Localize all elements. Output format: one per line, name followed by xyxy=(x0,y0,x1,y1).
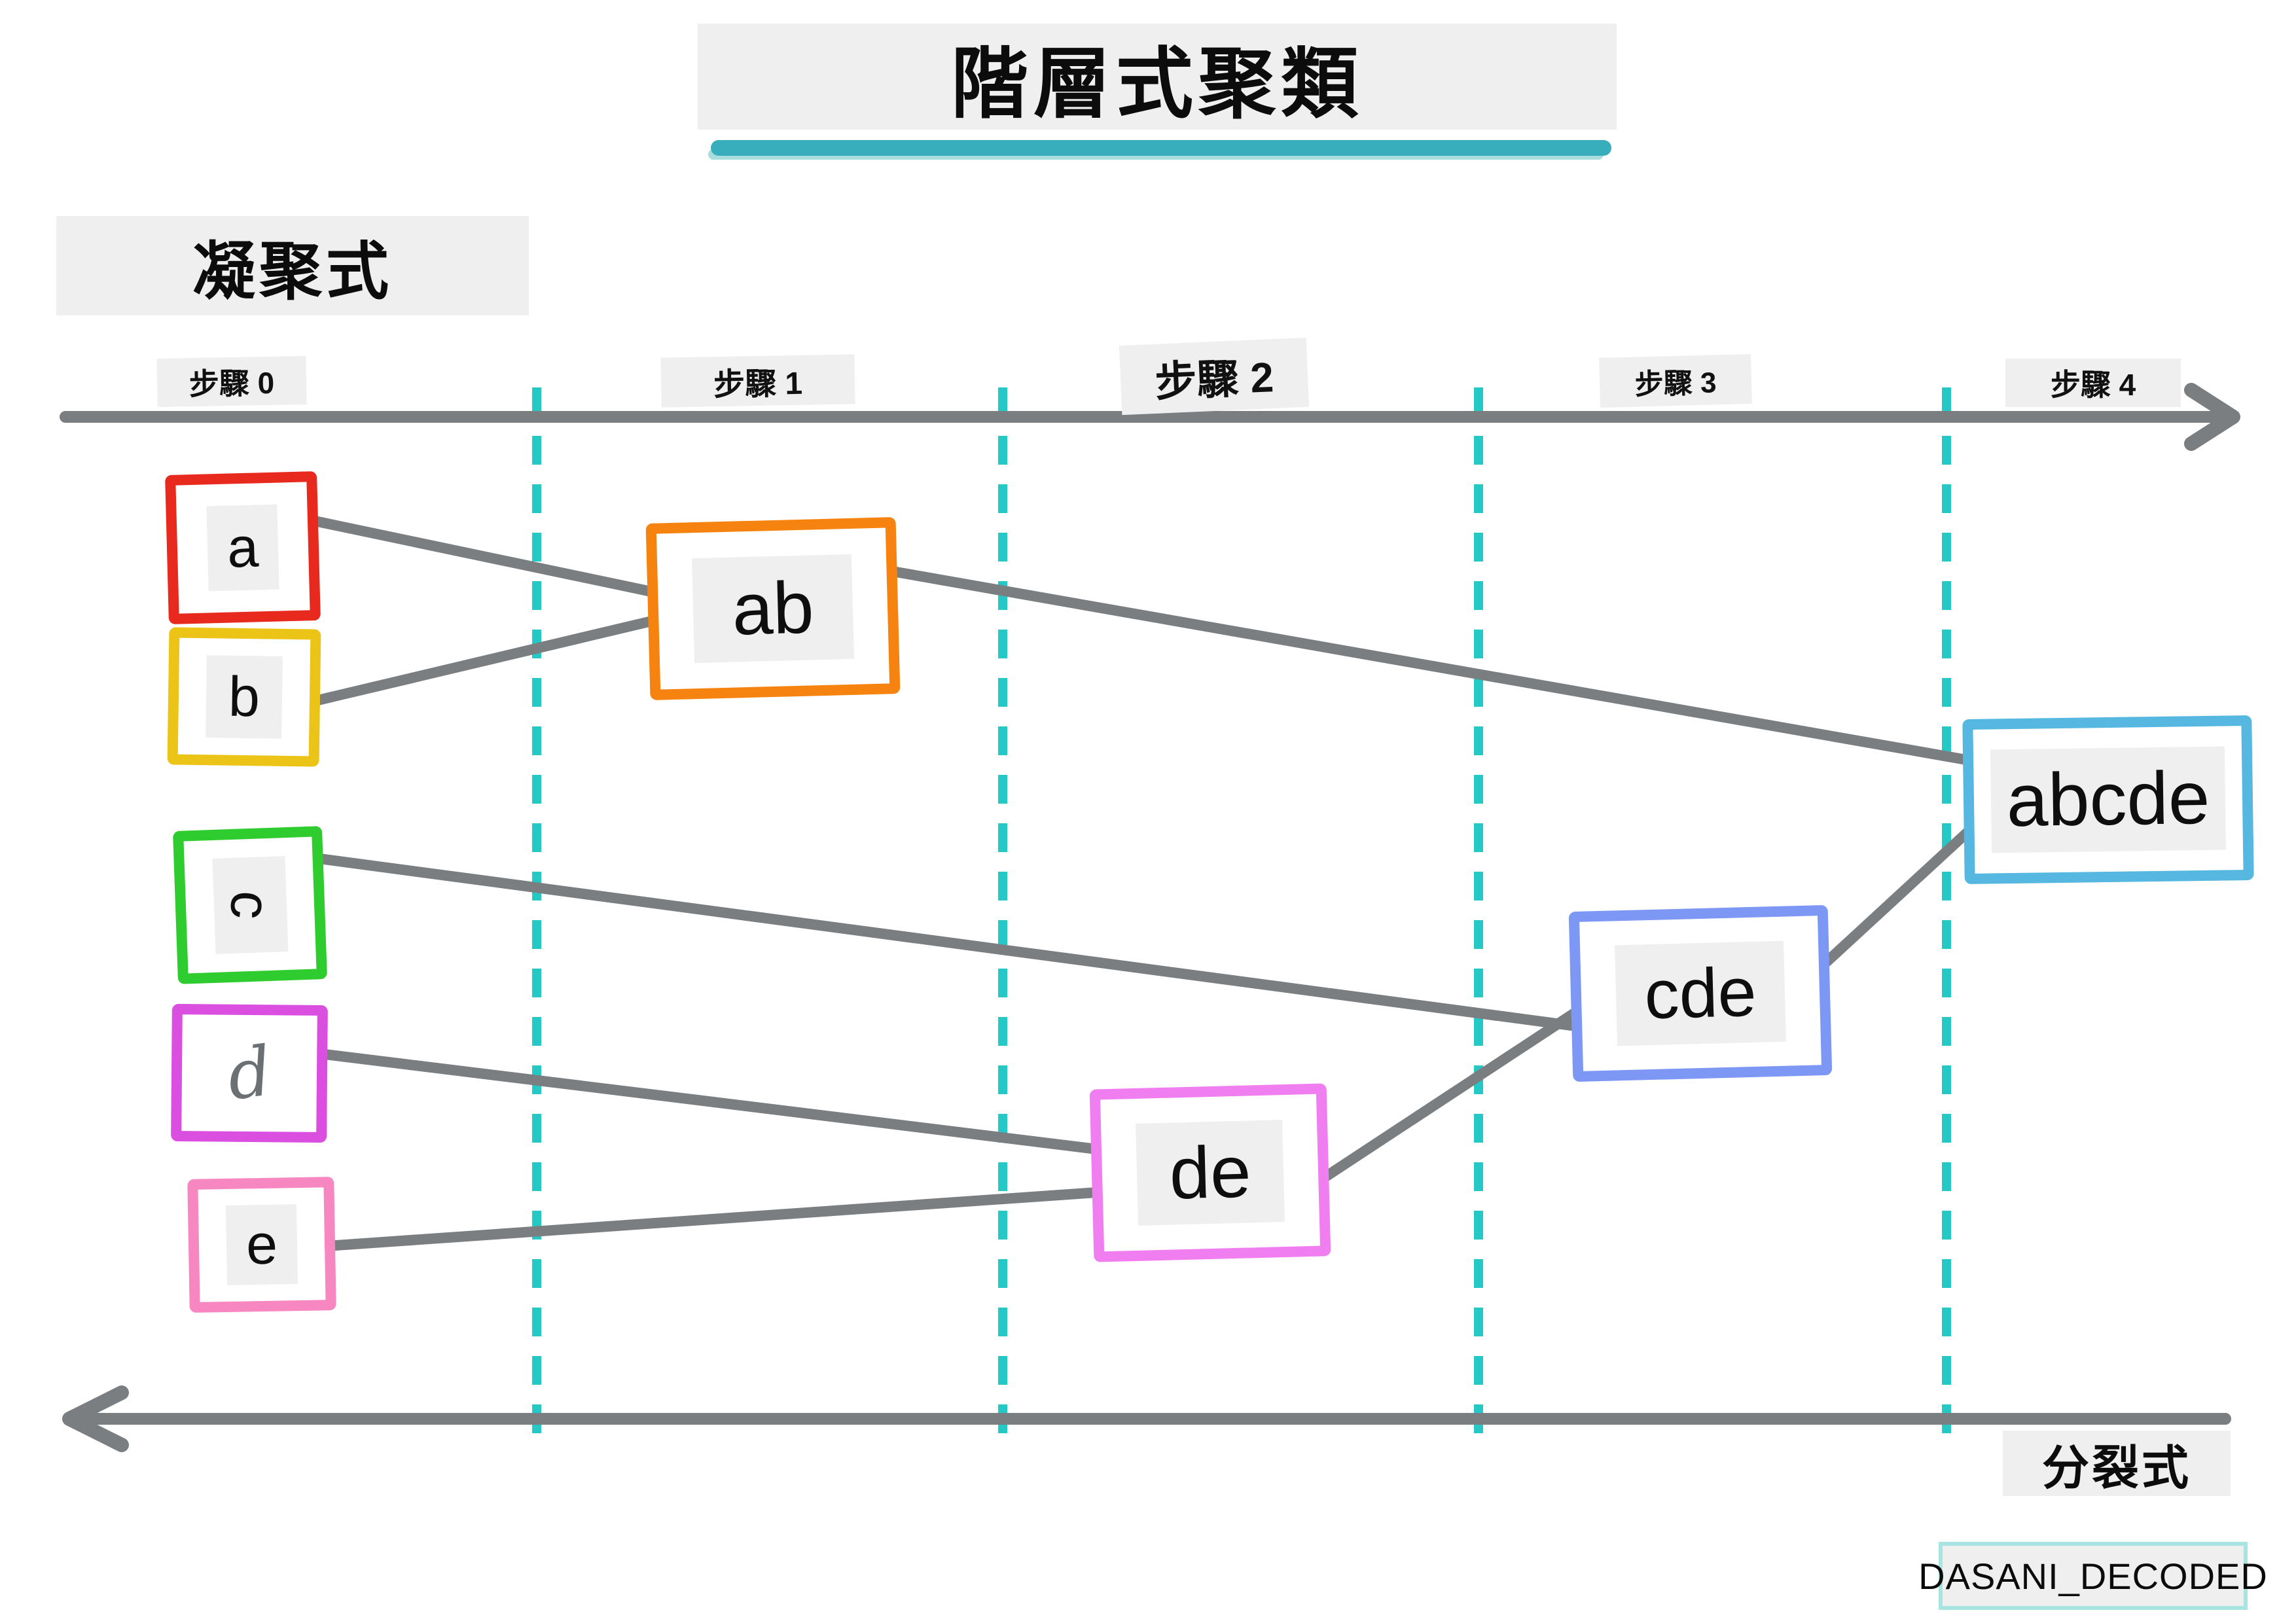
cluster-label-a: a xyxy=(206,504,279,592)
cluster-label-e: e xyxy=(226,1204,298,1285)
watermark-badge: DASANI_DECODED xyxy=(1918,1542,2267,1610)
step-label-1: 步驟 1 xyxy=(660,354,855,408)
timeline-top-arrowhead xyxy=(2184,383,2240,451)
cluster-label-c: c xyxy=(211,856,289,954)
timeline-bottom-arrowhead xyxy=(62,1385,129,1452)
step-label-3: 步驟 3 xyxy=(1599,353,1752,408)
divisive-label: 分裂式 xyxy=(2003,1431,2231,1496)
cluster-label-ab: ab xyxy=(691,554,855,664)
edge-b-ab xyxy=(291,615,660,711)
edge-c-cde xyxy=(289,850,1581,1031)
cluster-label-d: d xyxy=(223,1031,276,1116)
cluster-box-de: de xyxy=(1089,1083,1331,1262)
cluster-box-abcde: abcde xyxy=(1962,715,2254,885)
cluster-label-cde: cde xyxy=(1614,940,1787,1046)
cluster-box-e: e xyxy=(187,1177,336,1313)
step-label-4: 步驟 4 xyxy=(2005,359,2181,407)
cluster-box-cde: cde xyxy=(1568,904,1833,1082)
edge-e-de xyxy=(302,1187,1102,1253)
edge-ab-abcde xyxy=(869,563,1975,766)
cluster-box-d: d xyxy=(171,1003,328,1143)
edge-d-de xyxy=(298,1046,1102,1154)
title-underline xyxy=(711,140,1611,156)
cluster-box-b: b xyxy=(167,627,321,767)
cluster-label-abcde: abcde xyxy=(1990,746,2227,853)
cluster-box-c: c xyxy=(172,826,328,984)
edge-de-cde xyxy=(1299,1006,1583,1196)
edge-cde-abcde xyxy=(1800,825,1975,987)
page-title: 階層式聚類 xyxy=(698,24,1617,130)
cluster-box-a: a xyxy=(165,471,321,624)
step-label-0: 步驟 0 xyxy=(156,356,307,407)
cluster-label-b: b xyxy=(206,655,283,739)
edge-a-ab xyxy=(291,512,660,597)
step-label-2: 步驟 2 xyxy=(1119,337,1310,416)
agglomerative-label: 凝聚式 xyxy=(56,216,529,315)
cluster-box-ab: ab xyxy=(645,517,901,700)
cluster-label-de: de xyxy=(1135,1120,1285,1226)
